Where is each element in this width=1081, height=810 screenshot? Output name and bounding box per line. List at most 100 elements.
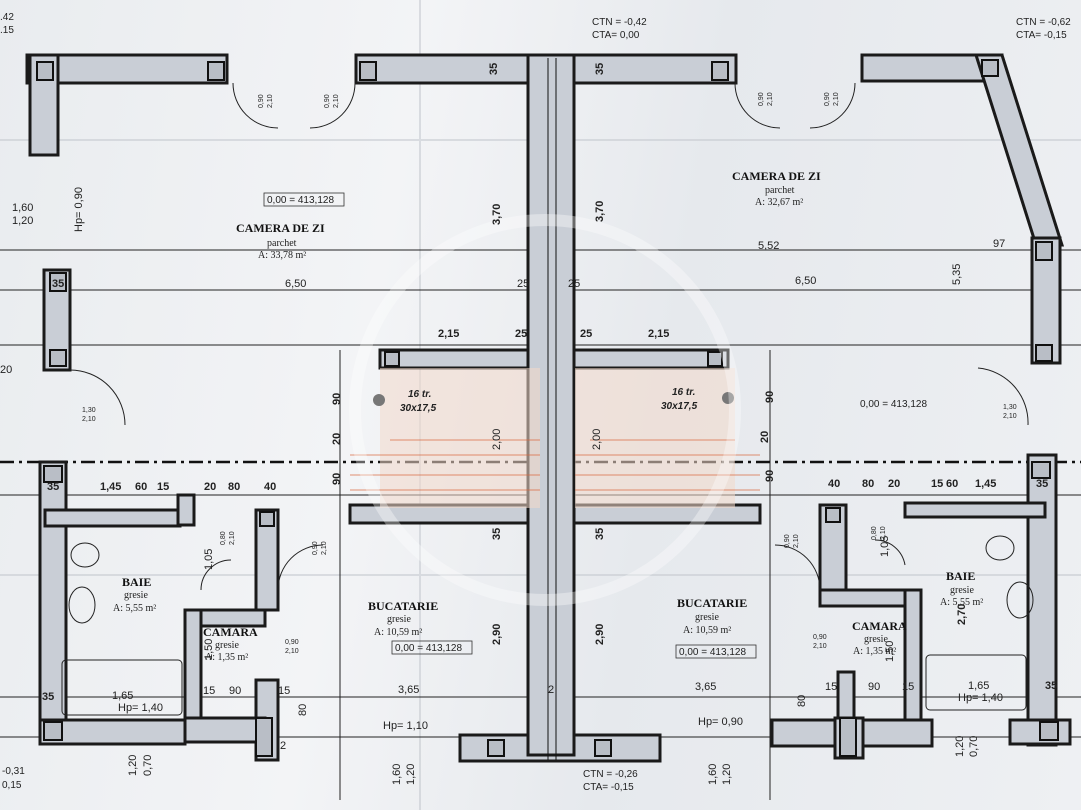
dim-215-right: 2,15 xyxy=(648,328,669,340)
walls xyxy=(25,53,1072,763)
room-floor-camara-left: gresie xyxy=(215,640,239,651)
level-bucatarie-left: 0,00 = 413,128 xyxy=(395,643,462,654)
dim-165-left: 1,65 xyxy=(112,690,133,702)
cta-top-center: CTA= 0,00 xyxy=(592,30,640,41)
ctn-top-left: .42 xyxy=(0,12,14,23)
hp-090-left: Hp= 0,90 xyxy=(73,187,85,232)
dim-150-right: 1,50 xyxy=(884,641,896,662)
dim-145-left: 1,45 xyxy=(100,481,121,493)
dim-60-right: 60 xyxy=(946,478,958,490)
dim-35-a: 35 xyxy=(488,63,500,75)
dim-15-a: 15 xyxy=(157,481,169,493)
dim-535: 5,35 xyxy=(951,264,963,285)
dim-25-a: 25 xyxy=(517,278,529,290)
hp-140-right: Hp= 1,40 xyxy=(958,692,1003,704)
dim-15-b: 15 xyxy=(931,478,943,490)
columns xyxy=(36,59,1059,757)
dim-80-c: 80 xyxy=(297,704,309,716)
room-floor-baie-right: gresie xyxy=(950,585,974,596)
door-size-label: 2,10 xyxy=(1003,413,1017,420)
room-floor-camera-left: parchet xyxy=(267,238,297,249)
dim-35-d: 35 xyxy=(47,481,59,493)
room-name-camera-left: CAMERA DE ZI xyxy=(236,221,325,235)
dim-90-e: 90 xyxy=(229,685,241,697)
dim-90-f: 90 xyxy=(868,681,880,693)
dim-60-left: 60 xyxy=(135,481,147,493)
dim-2-left: 2 xyxy=(280,740,286,752)
cta-top-right: CTA= -0,15 xyxy=(1016,30,1067,41)
door-size-label: 2,10 xyxy=(285,648,299,655)
dim-90-c: 90 xyxy=(764,391,776,403)
dim-25-b: 25 xyxy=(568,278,580,290)
central-wall-hatch xyxy=(547,58,557,760)
room-name-bucatarie-left: BUCATARIE xyxy=(368,599,438,613)
dim-650-left: 6,50 xyxy=(285,278,306,290)
room-area-baie-right: A: 5,55 m² xyxy=(940,597,983,608)
dim-25-c: 25 xyxy=(515,328,527,340)
door-size-label: 0,90 xyxy=(324,94,331,108)
dim-40-b: 40 xyxy=(828,478,840,490)
door-size-label: 0,90 xyxy=(312,541,319,555)
dim-215-left: 2,15 xyxy=(438,328,459,340)
door-size-label: 0,80 xyxy=(871,526,878,540)
level-camera-left: 0,00 = 413,128 xyxy=(267,195,334,206)
dim-145-right: 1,45 xyxy=(975,478,996,490)
room-name-baie-left: BAIE xyxy=(122,575,151,589)
room-floor-bucatarie-right: gresie xyxy=(695,612,719,623)
room-name-camera-right: CAMERA DE ZI xyxy=(732,169,821,183)
room-floor-camera-right: parchet xyxy=(765,185,795,196)
level-bucatarie-right: 0,00 = 413,128 xyxy=(679,647,746,658)
stair-size-left: 30x17,5 xyxy=(400,403,437,414)
cta-top-left: .15 xyxy=(0,25,14,36)
dim-165-right: 1,65 xyxy=(968,680,989,692)
room-floor-baie-left: gresie xyxy=(124,590,148,601)
room-area-camara-left: A: 1,35 m² xyxy=(205,652,248,663)
dim-35-b: 35 xyxy=(594,63,606,75)
dim-270-right: 2,70 xyxy=(956,604,968,625)
dim-120-br: 1,20 xyxy=(954,736,966,757)
stair-size-right: 30x17,5 xyxy=(661,401,698,412)
dim-365-left: 3,65 xyxy=(398,684,419,696)
dim-105-left: 1,05 xyxy=(203,549,215,570)
door-size-label: 0,90 xyxy=(258,94,265,108)
dim-35-g: 35 xyxy=(594,528,606,540)
dim-80-b: 80 xyxy=(862,478,874,490)
door-size-label: 1,30 xyxy=(82,407,96,414)
ctn-top-center: CTN = -0,42 xyxy=(592,17,647,28)
dim-290-a: 2,90 xyxy=(491,624,503,645)
door-size-label: 0,90 xyxy=(813,634,827,641)
door-size-label: 1,30 xyxy=(1003,404,1017,411)
dim-35-f: 35 xyxy=(491,528,503,540)
dim-90-d: 90 xyxy=(764,470,776,482)
dim-97: 97 xyxy=(993,238,1005,250)
sanitary-fixtures xyxy=(61,535,1034,716)
dim-15-c: 15 xyxy=(203,685,215,697)
level-boxes xyxy=(263,192,757,659)
dim-35-e: 35 xyxy=(1036,478,1048,490)
door-size-label: 0,90 xyxy=(285,639,299,646)
dim-160-bottom-r: 1,60 xyxy=(707,764,719,785)
dim-90-b: 90 xyxy=(331,473,343,485)
door-size-label: 0,80 xyxy=(220,531,227,545)
door-size-label: 2,10 xyxy=(82,416,96,423)
door-size-label: 2,10 xyxy=(813,643,827,650)
dim-20-c: 20 xyxy=(204,481,216,493)
cta-bottom-left: 0,15 xyxy=(2,780,22,791)
doors xyxy=(69,82,1029,591)
door-labels: 0,90 2,10 0,90 2,10 0,90 2,10 0,90 2,10 … xyxy=(82,92,1017,655)
room-name-camara-right: CAMARA xyxy=(852,619,907,633)
dim-25-d: 25 xyxy=(580,328,592,340)
dim-105-right: 1,05 xyxy=(879,536,891,557)
dim-35-h: 35 xyxy=(42,691,54,703)
door-size-label: 2,10 xyxy=(321,541,328,555)
dim-20-d: 20 xyxy=(888,478,900,490)
door-size-label: 0,90 xyxy=(784,534,791,548)
door-size-label: 2,10 xyxy=(333,94,340,108)
dim-120-bottom: 1,20 xyxy=(405,764,417,785)
room-area-camera-left: A: 33,78 m² xyxy=(258,250,306,261)
dim-650-right: 6,50 xyxy=(795,275,816,287)
dim-80-a: 80 xyxy=(228,481,240,493)
dim-90-a: 90 xyxy=(331,393,343,405)
